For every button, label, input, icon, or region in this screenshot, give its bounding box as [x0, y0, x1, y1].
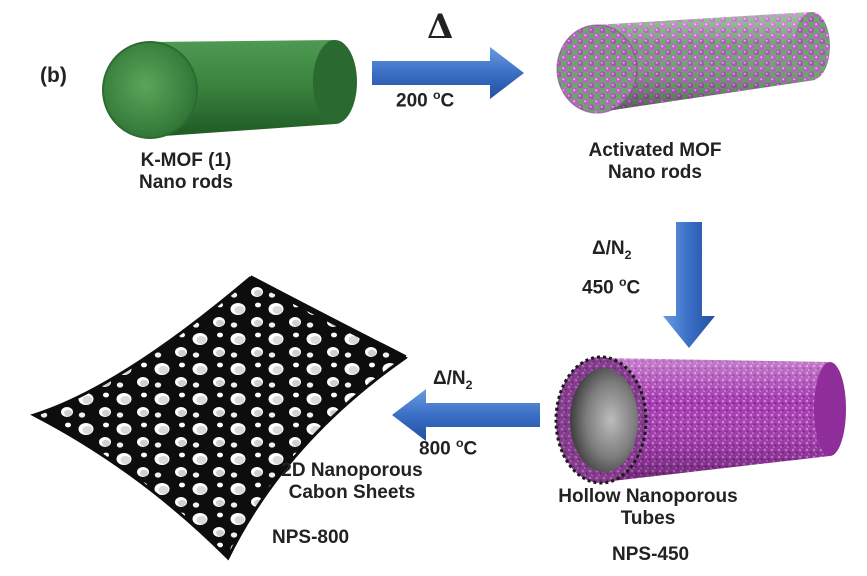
activated-mof-nanorod: [556, 12, 830, 114]
kmof-label-line2: Nano rods: [139, 171, 233, 193]
sheets-label: 2D Nanoporous Cabon Sheets: [262, 460, 442, 504]
sheets-label-line2: Cabon Sheets: [288, 481, 416, 503]
arrow-450c: [663, 222, 715, 348]
sheets-code: NPS-800: [272, 527, 350, 548]
hollow-label: Hollow Nanoporous Tubes: [543, 486, 753, 530]
activated-mof-label-line2: Nano rods: [608, 161, 702, 183]
arrow-800c-symbol: Δ/N2: [433, 368, 473, 392]
arrow-800c-temp: 800 oC: [419, 436, 478, 460]
hollow-label-line2: Tubes: [620, 507, 676, 529]
hollow-code: NPS-450: [612, 544, 690, 565]
arrow-200c-temp: 200 oC: [396, 88, 455, 112]
kmof-label-line1: K-MOF (1): [140, 150, 232, 171]
arrow-200c: [372, 47, 524, 99]
hollow-nanoporous-tube: [554, 355, 846, 485]
activated-mof-label: Activated MOF Nano rods: [555, 140, 755, 184]
arrow-450c-symbol: Δ/N2: [592, 238, 632, 262]
nanoporous-carbon-sheet: [30, 275, 408, 561]
panel-label: (b): [40, 64, 67, 87]
arrow-800c: [392, 389, 540, 441]
kmof-label: K-MOF (1) Nano rods: [96, 150, 276, 194]
arrow-200c-symbol: Δ: [427, 7, 454, 47]
arrow-450c-temp: 450 oC: [582, 275, 641, 299]
activated-mof-label-line1: Activated MOF: [588, 140, 722, 161]
kmof-nanorod: [102, 40, 357, 139]
hollow-label-line1: Hollow Nanoporous: [558, 486, 738, 507]
sheets-label-line1: 2D Nanoporous: [281, 460, 423, 481]
